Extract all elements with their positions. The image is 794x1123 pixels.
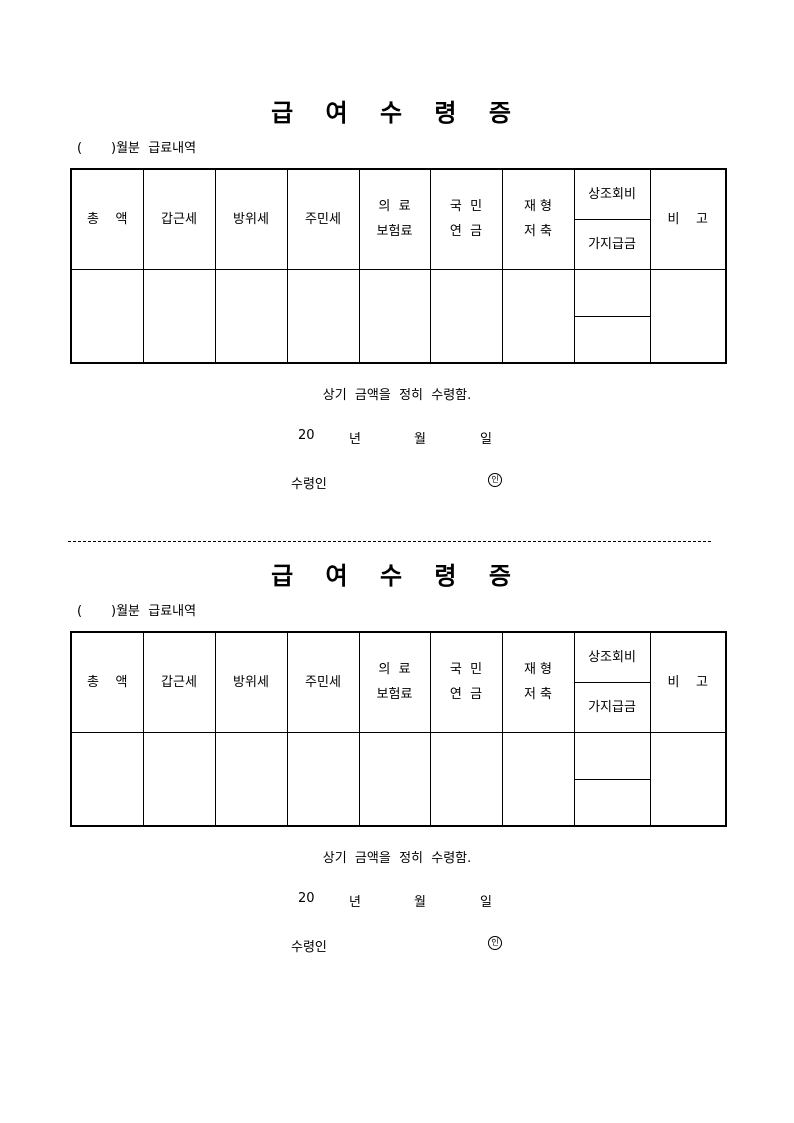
salary-table: 총 액 갑근세 방위세 주민세 의 료 보험료 국 민 연 금 재 형 저 축 … bbox=[70, 168, 727, 364]
month-label: 월 bbox=[414, 432, 426, 447]
month-label: 월 bbox=[414, 895, 426, 910]
receipt-title: 급 여 수 령 증 bbox=[271, 98, 523, 127]
header-health-insurance: 의 료 보험료 bbox=[358, 168, 431, 270]
cell-property-savings[interactable] bbox=[501, 731, 575, 827]
header-mutual-aid: 상조회비 bbox=[573, 631, 651, 683]
header-total: 총 액 bbox=[70, 168, 144, 270]
cell-defense-tax[interactable] bbox=[214, 268, 288, 364]
cell-income-tax[interactable] bbox=[142, 268, 216, 364]
header-defense-tax: 방위세 bbox=[214, 168, 288, 270]
cell-national-pension[interactable] bbox=[429, 268, 503, 364]
seal-icon: 인 bbox=[488, 473, 502, 487]
header-mutual-aid: 상조회비 bbox=[573, 168, 651, 220]
cell-remarks[interactable] bbox=[649, 731, 727, 827]
cell-mutual-aid[interactable] bbox=[573, 731, 651, 780]
header-defense-tax: 방위세 bbox=[214, 631, 288, 733]
day-label: 일 bbox=[480, 895, 492, 910]
cell-mutual-aid[interactable] bbox=[573, 268, 651, 317]
month-salary-line: ( )월분 급료내역 bbox=[77, 141, 197, 156]
year-prefix: 20 bbox=[298, 428, 315, 443]
header-income-tax: 갑근세 bbox=[142, 631, 216, 733]
cell-total[interactable] bbox=[70, 731, 144, 827]
receipt-title: 급 여 수 령 증 bbox=[271, 561, 523, 590]
cut-line-divider bbox=[68, 541, 711, 542]
cell-defense-tax[interactable] bbox=[214, 731, 288, 827]
salary-receipt-2: 급 여 수 령 증 ( )월분 급료내역 총 액 갑근세 방위세 주민세 의 료… bbox=[0, 561, 794, 1001]
year-prefix: 20 bbox=[298, 891, 315, 906]
header-remarks: 비 고 bbox=[649, 631, 727, 733]
header-income-tax: 갑근세 bbox=[142, 168, 216, 270]
header-other-deductions: 가지급금 bbox=[573, 681, 651, 733]
salary-receipt-1: 급 여 수 령 증 ( )월분 급료내역 총 액 갑근세 방위세 주민세 의 료… bbox=[0, 98, 794, 538]
cell-resident-tax[interactable] bbox=[286, 731, 360, 827]
confirmation-sentence: 상기 금액을 정히 수령함. bbox=[322, 851, 472, 866]
cell-other-deductions[interactable] bbox=[573, 315, 651, 364]
header-remarks: 비 고 bbox=[649, 168, 727, 270]
header-other-deductions: 가지급금 bbox=[573, 218, 651, 270]
header-property-savings: 재 형 저 축 bbox=[501, 631, 575, 733]
salary-table: 총 액 갑근세 방위세 주민세 의 료 보험료 국 민 연 금 재 형 저 축 … bbox=[70, 631, 727, 827]
year-label: 년 bbox=[349, 432, 361, 447]
cell-remarks[interactable] bbox=[649, 268, 727, 364]
header-health-insurance: 의 료 보험료 bbox=[358, 631, 431, 733]
header-resident-tax: 주민세 bbox=[286, 168, 360, 270]
cell-health-insurance[interactable] bbox=[358, 268, 431, 364]
receiver-label: 수령인 bbox=[291, 477, 327, 492]
confirmation-sentence: 상기 금액을 정히 수령함. bbox=[322, 388, 472, 403]
header-national-pension: 국 민 연 금 bbox=[429, 631, 503, 733]
cell-property-savings[interactable] bbox=[501, 268, 575, 364]
cell-resident-tax[interactable] bbox=[286, 268, 360, 364]
cell-income-tax[interactable] bbox=[142, 731, 216, 827]
day-label: 일 bbox=[480, 432, 492, 447]
header-property-savings: 재 형 저 축 bbox=[501, 168, 575, 270]
cell-other-deductions[interactable] bbox=[573, 778, 651, 827]
cell-national-pension[interactable] bbox=[429, 731, 503, 827]
cell-total[interactable] bbox=[70, 268, 144, 364]
header-resident-tax: 주민세 bbox=[286, 631, 360, 733]
receiver-label: 수령인 bbox=[291, 940, 327, 955]
year-label: 년 bbox=[349, 895, 361, 910]
header-national-pension: 국 민 연 금 bbox=[429, 168, 503, 270]
month-salary-line: ( )월분 급료내역 bbox=[77, 604, 197, 619]
seal-icon: 인 bbox=[488, 936, 502, 950]
cell-health-insurance[interactable] bbox=[358, 731, 431, 827]
header-total: 총 액 bbox=[70, 631, 144, 733]
